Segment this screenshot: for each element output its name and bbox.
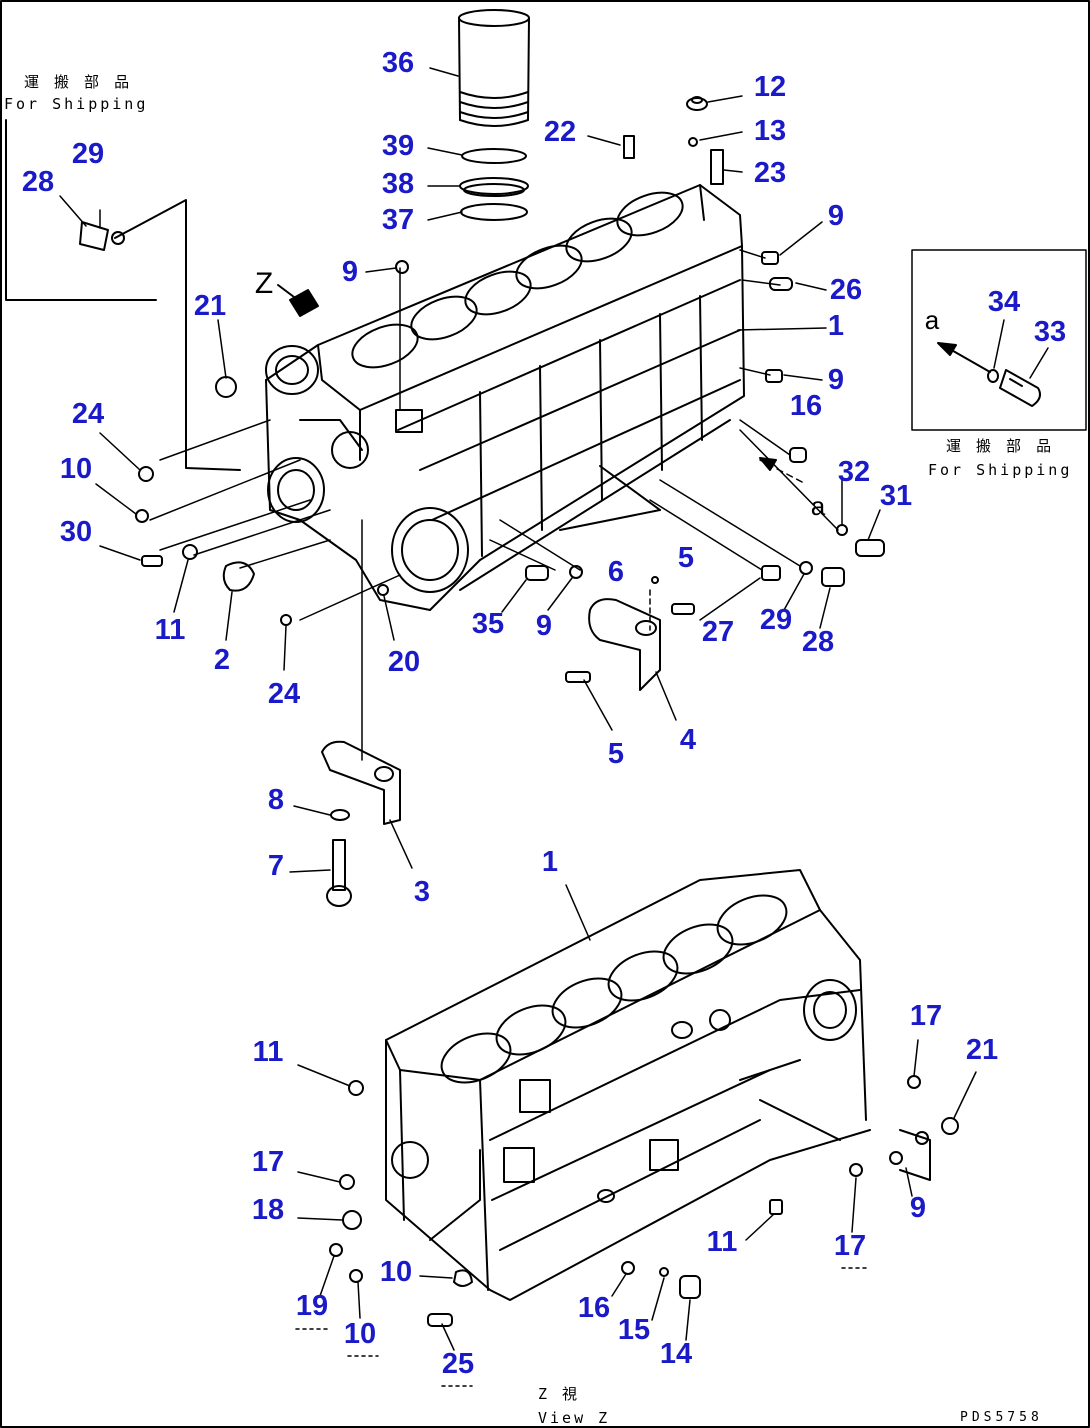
callout-27: 27 — [701, 616, 735, 648]
callout-23: 23 — [753, 157, 787, 189]
callout-10-upper: 10 — [59, 453, 93, 485]
callout-35: 35 — [471, 608, 505, 640]
callout-24-upper: 24 — [71, 398, 105, 430]
callout-9-right-mid: 9 — [827, 364, 845, 396]
callout-36: 36 — [381, 47, 415, 79]
callout-12: 12 — [753, 71, 787, 103]
view-label-jp: Z 視 — [538, 1385, 581, 1403]
callout-1-lower: 1 — [541, 846, 559, 878]
inset-shipping-note-en: For Shipping — [928, 461, 1073, 479]
engine-block-upper — [149, 184, 839, 761]
callout-29: 29 — [759, 604, 793, 636]
bearing-cap-upper — [588, 598, 661, 691]
callout-9-lower: 9 — [909, 1192, 927, 1224]
drawing-code: PDS5758 — [960, 1410, 1043, 1425]
callout-30: 30 — [59, 516, 93, 548]
callout-25: 25 — [441, 1348, 475, 1380]
callout-10-lower-b: 10 — [343, 1318, 377, 1350]
callout-16-lower: 16 — [577, 1292, 611, 1324]
callout-24-lower: 24 — [267, 678, 301, 710]
shipping-note-en: For Shipping — [4, 95, 149, 113]
callout-11-upper: 11 — [154, 614, 186, 646]
bearing-cap-lower — [321, 740, 401, 907]
callout-5-top: 5 — [677, 542, 695, 574]
cylinder-liner — [458, 9, 530, 221]
callout-11-bottom: 11 — [706, 1226, 738, 1258]
callout-9-bottom: 9 — [535, 610, 553, 642]
callout-11-left: 11 — [252, 1036, 284, 1068]
callout-19: 19 — [295, 1290, 329, 1322]
shipping-note-jp: 運 搬 部 品 — [24, 73, 133, 91]
callout-13: 13 — [753, 115, 787, 147]
callout-8: 8 — [267, 784, 285, 816]
callout-17-bottom: 17 — [833, 1230, 867, 1262]
shipping-bracket-left — [5, 119, 241, 471]
main-a-letter: a — [810, 491, 826, 521]
callout-38: 38 — [381, 168, 415, 200]
callout-26: 26 — [829, 274, 863, 306]
callout-7: 7 — [267, 850, 285, 882]
callout-20: 20 — [387, 646, 421, 678]
leaders-lower — [295, 884, 977, 1387]
callout-21-upper: 21 — [193, 290, 227, 322]
view-label-en: View Z — [538, 1409, 611, 1427]
callout-4: 4 — [679, 724, 697, 756]
callout-28: 28 — [801, 626, 835, 658]
small-parts-upper — [79, 96, 885, 683]
callout-34: 34 — [987, 286, 1021, 318]
callout-32: 32 — [837, 456, 871, 488]
callout-17-right: 17 — [909, 1000, 943, 1032]
callout-21-lower: 21 — [965, 1034, 999, 1066]
callout-22: 22 — [543, 116, 577, 148]
callout-31: 31 — [879, 480, 913, 512]
inset-box — [911, 249, 1087, 431]
callout-3: 3 — [413, 876, 431, 908]
leaders-upper — [59, 67, 1049, 873]
callout-29-shipping: 29 — [71, 138, 105, 170]
z-view-letter: Z — [254, 267, 274, 300]
callout-16-upper: 16 — [789, 390, 823, 422]
callout-9-right-top: 9 — [827, 200, 845, 232]
callout-14: 14 — [659, 1338, 693, 1370]
callout-18: 18 — [251, 1194, 285, 1226]
inset-shipping-note-jp: 運 搬 部 品 — [946, 437, 1055, 455]
callout-39: 39 — [381, 130, 415, 162]
engine-block-lower — [329, 869, 959, 1327]
callout-33: 33 — [1033, 316, 1067, 348]
callout-6: 6 — [607, 556, 625, 588]
inset-a-letter: a — [924, 305, 940, 335]
callout-10-lower-a: 10 — [379, 1256, 413, 1288]
callout-17-left: 17 — [251, 1146, 285, 1178]
callout-1-upper: 1 — [827, 310, 845, 342]
callout-15: 15 — [617, 1314, 651, 1346]
callout-28-shipping: 28 — [21, 166, 55, 198]
callout-9-top: 9 — [341, 256, 359, 288]
callout-37: 37 — [381, 204, 415, 236]
callout-2: 2 — [213, 644, 231, 676]
callout-5-bottom: 5 — [607, 738, 625, 770]
